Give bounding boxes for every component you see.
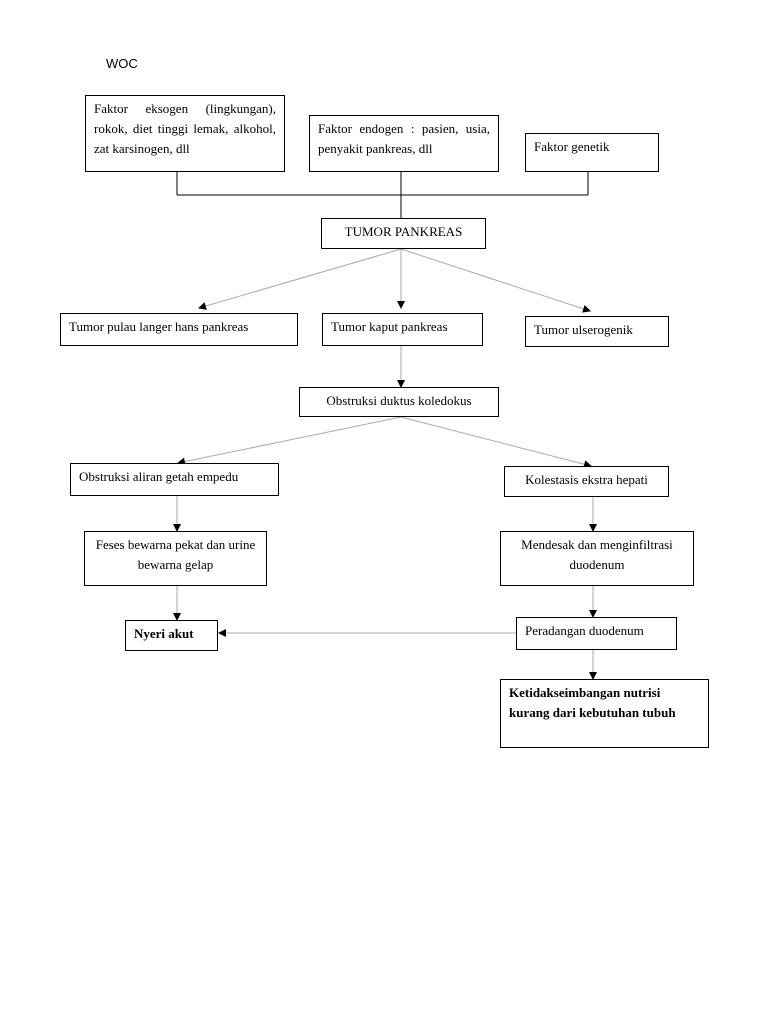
- node-faktor-eksogen: Faktor eksogen (lingkungan), rokok, diet…: [85, 95, 285, 172]
- node-peradangan: Peradangan duodenum: [516, 617, 677, 650]
- edge-tumor-pankreas-to-tumor-ulserogenik: [400, 248, 591, 313]
- node-obstruksi-aliran: Obstruksi aliran getah empedu: [70, 463, 279, 496]
- node-ketidakseimbangan: Ketidakseimbangan nutrisi kurang dari ke…: [500, 679, 709, 748]
- node-tumor-ulserogenik: Tumor ulserogenik: [525, 316, 669, 347]
- node-tumor-kaput: Tumor kaput pankreas: [322, 313, 483, 346]
- node-faktor-genetik: Faktor genetik: [525, 133, 659, 172]
- node-mendesak: Mendesak dan menginfiltrasi duodenum: [500, 531, 694, 586]
- edge-obstruksi-duktus-to-kolestasis: [400, 416, 592, 469]
- page-title: WOC: [106, 56, 138, 71]
- node-tumor-pulau-langer: Tumor pulau langer hans pankreas: [60, 313, 298, 346]
- node-kolestasis: Kolestasis ekstra hepati: [504, 466, 669, 497]
- edge-tumor-pankreas-to-tumor-pulau-langer: [198, 248, 402, 310]
- edge-obstruksi-duktus-to-obstruksi-aliran: [177, 416, 402, 466]
- node-faktor-endogen: Faktor endogen : pasien, usia, penyakit …: [309, 115, 499, 172]
- node-tumor-pankreas: TUMOR PANKREAS: [321, 218, 486, 249]
- node-feses: Feses bewarna pekat dan urine bewarna ge…: [84, 531, 267, 586]
- node-obstruksi-duktus: Obstruksi duktus koledokus: [299, 387, 499, 417]
- node-nyeri-akut: Nyeri akut: [125, 620, 218, 651]
